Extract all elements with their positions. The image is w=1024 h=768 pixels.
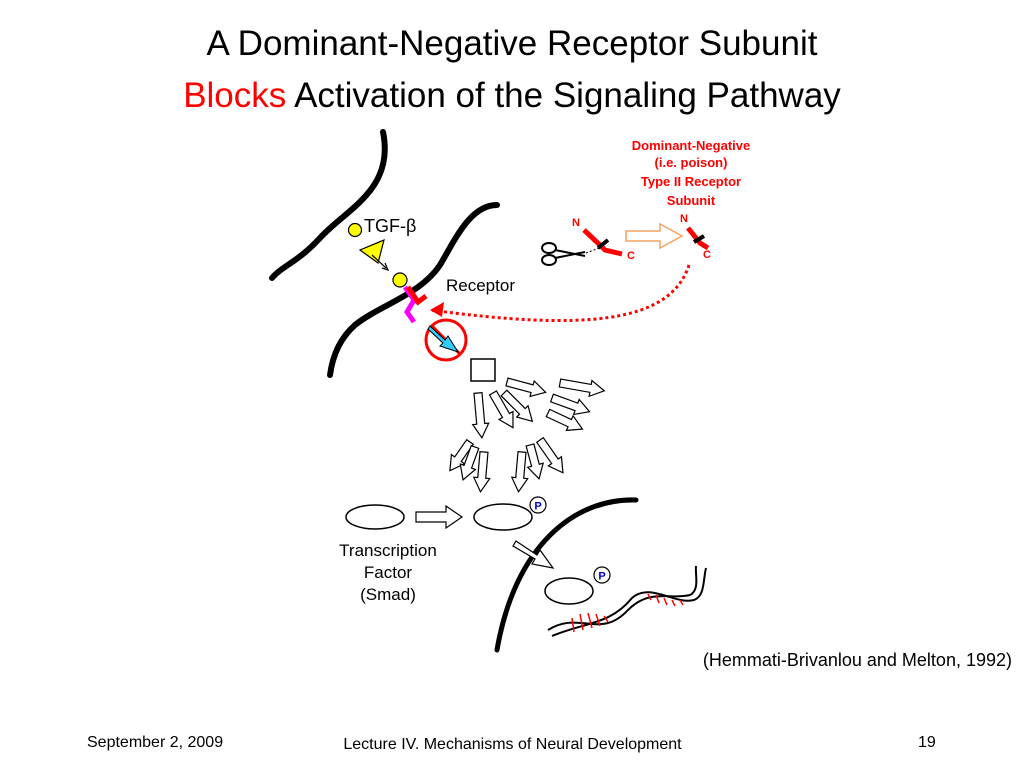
truncated-c-terminus: C	[703, 249, 711, 261]
full-length-receptor-subunit	[582, 228, 623, 257]
tf-label-line-2: Factor	[364, 563, 413, 582]
cascade-arrow	[558, 378, 606, 398]
cascade-arrow	[549, 393, 591, 416]
bound-ligand-circle	[392, 272, 408, 288]
title-line-2-rest: Activation of the Signaling Pathway	[294, 76, 841, 115]
tgf-beta-ligand-triangle	[358, 238, 385, 264]
phosphate-label-cytoplasm: P	[534, 501, 541, 513]
dominant-negative-receptor-in-membrane	[405, 285, 428, 306]
cyan-signal-arrow	[427, 325, 460, 353]
tgf-beta-label: TGF-β	[364, 216, 416, 236]
blocked-signal-symbol	[424, 318, 468, 362]
signal-intermediate-box	[470, 358, 496, 382]
smad-phosphorylated	[473, 503, 533, 531]
cascade-arrow	[500, 389, 534, 423]
cascade-arrow	[488, 390, 514, 429]
phosphate-circle-cytoplasm	[529, 496, 547, 514]
receptor-label: Receptor	[446, 276, 515, 295]
title-highlight-blocks: Blocks	[183, 76, 287, 115]
full-receptor-c-terminus: C	[627, 250, 635, 262]
cascade-arrow	[545, 408, 584, 432]
dn-label-line-2: (i.e. poison)	[655, 155, 728, 170]
dna-base-pair	[587, 612, 593, 629]
dn-label-line-4: Subunit	[667, 193, 716, 208]
nuclear-entry-arrow	[512, 540, 555, 569]
cascade-arrow	[471, 392, 490, 440]
dna-base-pair	[679, 599, 684, 606]
truncated-dominant-negative-subunit	[686, 226, 710, 251]
outer-membrane-curve	[269, 129, 388, 281]
dna-base-pair	[603, 615, 609, 623]
cascade-arrow	[525, 443, 545, 480]
phosphate-circle-nucleus	[593, 566, 611, 584]
ligand-approach-arrow	[371, 254, 387, 269]
dna-double-helix	[547, 565, 707, 637]
insertion-path-arrowhead	[430, 302, 444, 317]
tgf-beta-ligand-circle	[347, 222, 363, 238]
dna-base-pair	[671, 599, 676, 607]
dna-base-pair	[663, 597, 668, 606]
tf-label-line-3: (Smad)	[360, 585, 416, 604]
slide-title-line-1: A Dominant-Negative Receptor Subunit	[206, 24, 818, 63]
nuclear-membrane-curve	[494, 497, 639, 653]
smad-activation-arrow	[415, 504, 464, 530]
cascade-arrows	[449, 377, 606, 494]
cascade-arrow	[505, 377, 547, 398]
full-receptor-n-terminus: N	[572, 217, 580, 229]
truncation-arrow	[625, 222, 684, 250]
smad-in-nucleus	[544, 577, 594, 605]
dn-label-line-1: Dominant-Negative	[632, 138, 750, 153]
dna-base-pair	[579, 613, 584, 631]
cascade-arrow	[535, 436, 564, 474]
dna-base-pair	[595, 613, 601, 627]
cascade-arrow	[459, 444, 480, 482]
cascade-arrow	[472, 451, 491, 494]
footer-page-number: 19	[918, 734, 936, 751]
dna-base-pair	[655, 594, 660, 604]
smad-unphosphorylated	[345, 504, 405, 530]
cascade-arrow	[510, 451, 529, 494]
truncated-n-terminus: N	[680, 213, 688, 225]
footer-lecture-title: Lecture IV. Mechanisms of Neural Develop…	[343, 736, 682, 753]
dn-label-line-3: Type II Receptor	[641, 174, 741, 189]
citation: (Hemmati-Brivanlou and Melton, 1992)	[702, 650, 1012, 670]
dna-base-pair	[571, 617, 575, 633]
slide-title-line-2: Blocks Activation of the Signaling Pathw…	[0, 76, 1024, 116]
scissors-icon	[541, 242, 603, 266]
dna-base-pair	[647, 593, 652, 601]
footer-date: September 2, 2009	[87, 734, 224, 751]
cascade-arrow	[449, 438, 475, 472]
tf-label-line-1: Transcription	[339, 541, 437, 560]
phosphate-label-nucleus: P	[598, 571, 605, 583]
